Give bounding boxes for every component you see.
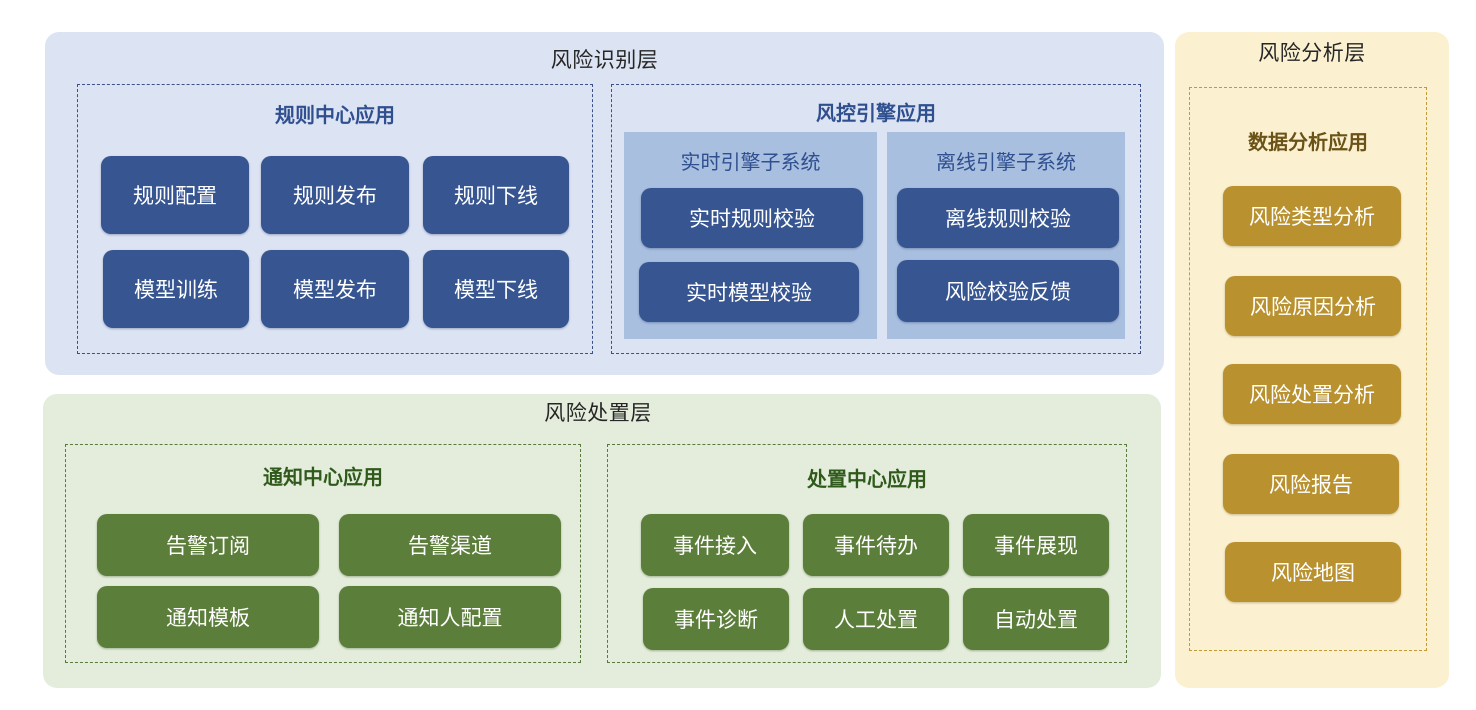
offline-rule-check-button[interactable]: 离线规则校验 [897, 188, 1119, 248]
event-todo-button[interactable]: 事件待办 [803, 514, 949, 576]
data-analysis-group: 数据分析应用 [1189, 87, 1427, 651]
event-diagnose-button[interactable]: 事件诊断 [643, 588, 789, 650]
risk-engine-group: 风控引擎应用 [611, 84, 1141, 354]
event-display-button[interactable]: 事件展现 [963, 514, 1109, 576]
rule-center-group: 规则中心应用 [77, 84, 593, 354]
dispose-center-title: 处置中心应用 [807, 467, 927, 491]
dispose-center-group: 处置中心应用 [607, 444, 1127, 663]
risk-dispose-analysis-button[interactable]: 风险处置分析 [1223, 364, 1401, 424]
auto-dispose-button[interactable]: 自动处置 [963, 588, 1109, 650]
risk-check-feedback-button[interactable]: 风险校验反馈 [897, 260, 1119, 322]
alert-channel-button[interactable]: 告警渠道 [339, 514, 561, 576]
risk-type-analysis-button[interactable]: 风险类型分析 [1223, 186, 1401, 246]
offline-engine-title: 离线引擎子系统 [936, 150, 1076, 174]
model-publish-button[interactable]: 模型发布 [261, 250, 409, 328]
realtime-rule-check-button[interactable]: 实时规则校验 [641, 188, 863, 248]
model-train-button[interactable]: 模型训练 [103, 250, 249, 328]
manual-dispose-button[interactable]: 人工处置 [803, 588, 949, 650]
risk-report-button[interactable]: 风险报告 [1223, 454, 1399, 514]
rule-publish-button[interactable]: 规则发布 [261, 156, 409, 234]
risk-map-button[interactable]: 风险地图 [1225, 542, 1401, 602]
disposal-layer-title: 风险处置层 [544, 401, 652, 425]
notify-center-title: 通知中心应用 [263, 465, 383, 489]
identification-layer-title: 风险识别层 [550, 48, 659, 72]
analysis-layer-title: 风险分析层 [1258, 41, 1366, 65]
rule-center-title: 规则中心应用 [275, 103, 395, 127]
risk-engine-title: 风控引擎应用 [816, 101, 936, 125]
event-intake-button[interactable]: 事件接入 [641, 514, 789, 576]
realtime-engine-title: 实时引擎子系统 [680, 150, 821, 174]
rule-offline-button[interactable]: 规则下线 [423, 156, 569, 234]
notify-center-group: 通知中心应用 [65, 444, 581, 663]
alert-subscribe-button[interactable]: 告警订阅 [97, 514, 319, 576]
notify-template-button[interactable]: 通知模板 [97, 586, 319, 648]
realtime-model-check-button[interactable]: 实时模型校验 [639, 262, 859, 322]
rule-config-button[interactable]: 规则配置 [101, 156, 249, 234]
notify-person-config-button[interactable]: 通知人配置 [339, 586, 561, 648]
model-offline-button[interactable]: 模型下线 [423, 250, 569, 328]
risk-cause-analysis-button[interactable]: 风险原因分析 [1225, 276, 1401, 336]
data-analysis-title: 数据分析应用 [1248, 130, 1368, 154]
